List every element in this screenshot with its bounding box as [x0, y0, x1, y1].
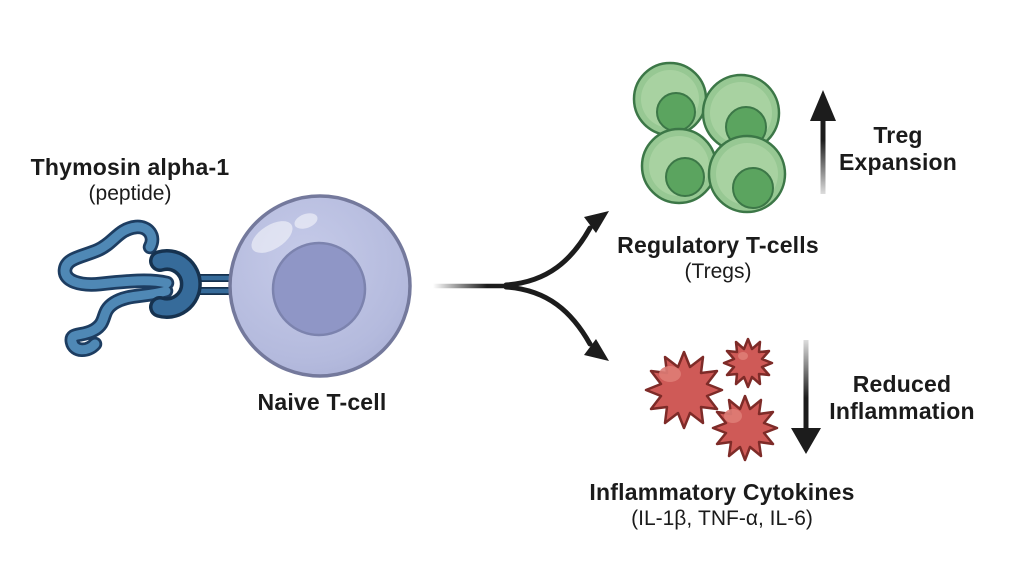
treg-cell — [632, 61, 708, 137]
branch-arrows — [433, 211, 609, 361]
inflammation-down-arrow — [791, 340, 821, 454]
regulatory-t-cells-title: Regulatory T-cells — [617, 232, 819, 258]
treg-expansion-text: Treg Expansion — [838, 122, 958, 175]
naive-t-cell-title: Naive T-cell — [257, 389, 387, 415]
thymosin-label: Thymosin alpha-1 (peptide) — [31, 154, 230, 206]
cytokine-burst-icons — [644, 337, 779, 462]
thymosin-title: Thymosin alpha-1 — [30, 154, 230, 180]
tregs-subtitle: (Tregs) — [684, 260, 752, 283]
reduced-inflammation-label: Reduced Inflammation — [807, 371, 997, 425]
branch-arrowhead-down — [584, 339, 609, 361]
t-cell-receptor-icon — [149, 249, 202, 319]
reduced-inflammation-text: Reduced Inflammation — [829, 371, 975, 424]
cell-nucleus — [271, 241, 367, 337]
peptide-squiggle-icon — [57, 219, 175, 357]
cytokines-subtitle: (IL-1β, TNF-α, IL-6) — [631, 507, 813, 530]
cytokine-burst — [711, 394, 779, 462]
expansion-up-arrow — [810, 90, 836, 194]
regulatory-t-cells-label: Regulatory T-cells (Tregs) — [617, 232, 819, 284]
naive-t-cell-icon — [228, 194, 412, 378]
branch-arrowhead-up — [584, 211, 609, 233]
cytokine-burst — [644, 350, 724, 430]
naive-t-cell-label: Naive T-cell — [258, 389, 387, 416]
treg-cell — [701, 73, 781, 153]
treg-cell-cluster-icon — [632, 61, 787, 214]
treg-cell — [707, 134, 787, 214]
branch-arrow-down — [503, 284, 593, 347]
thymosin-subtitle: (peptide) — [88, 182, 172, 205]
treg-expansion-label: Treg Expansion — [823, 122, 973, 176]
treg-cell — [640, 127, 718, 205]
inflammatory-cytokines-label: Inflammatory Cytokines (IL-1β, TNF-α, IL… — [589, 479, 854, 531]
branch-arrow-up — [503, 225, 593, 288]
cytokine-burst — [722, 337, 774, 389]
inflammatory-cytokines-title: Inflammatory Cytokines — [589, 479, 855, 505]
